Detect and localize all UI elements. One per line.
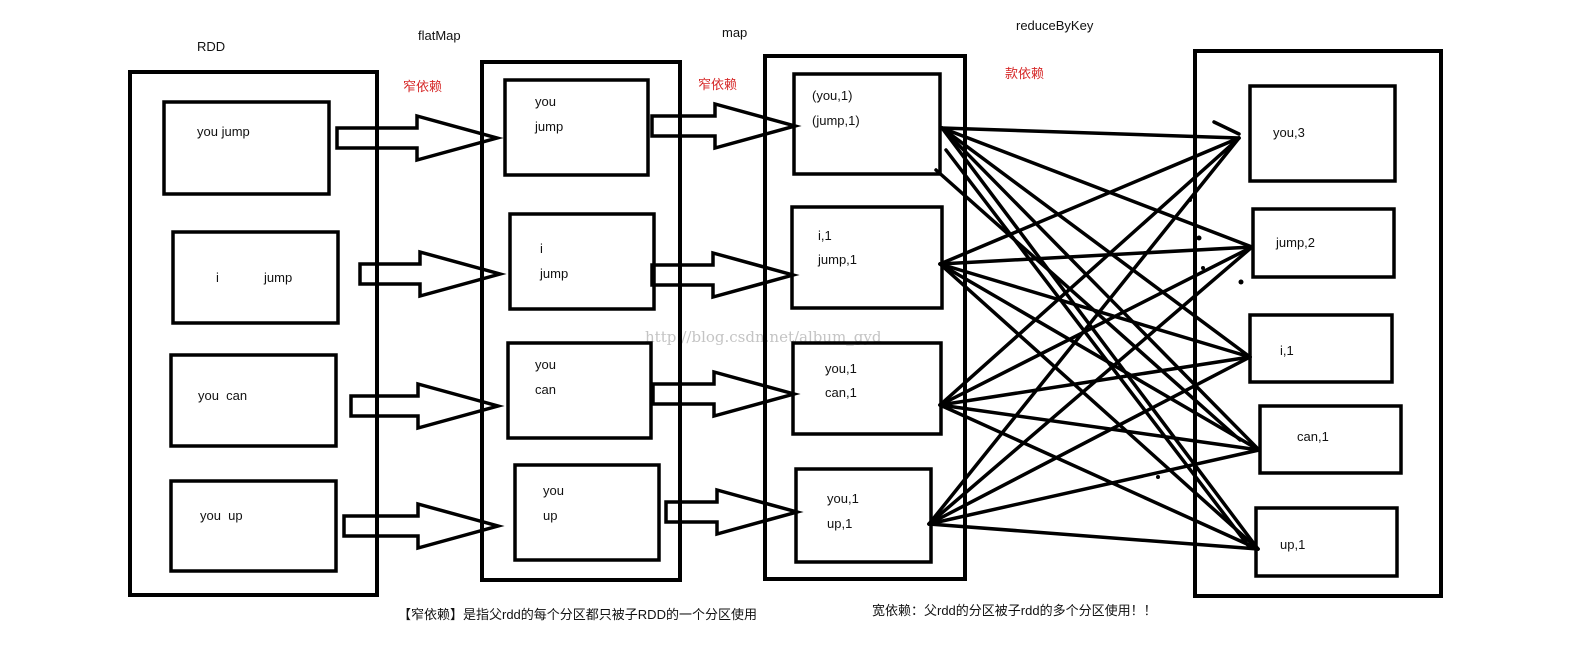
flatmap-partition-2-line-2: jump: [539, 266, 568, 281]
wide-dependency-note: 宽依赖：父rdd的分区被子rdd的多个分区使用！！: [872, 603, 1157, 618]
map-partition-2: [790, 205, 944, 310]
shuffle-line-m4-r3: [927, 355, 1252, 526]
map-partition-4-line-2: up,1: [827, 516, 852, 531]
ink-dot: [1188, 198, 1192, 202]
map-partition-2-line-1: i,1: [818, 228, 832, 243]
shuffle-line-m2-r1: [938, 136, 1241, 266]
shuffle-line-m3-r5: [938, 403, 1260, 551]
narrow-dependency-note: 【窄依赖】是指父rdd的每个分区都只被子RDD的一个分区使用: [398, 607, 757, 622]
map-partition-3: [791, 341, 943, 436]
rdd-partition-1: [162, 100, 331, 196]
map-partition-3-line-2: can,1: [825, 385, 857, 400]
shuffle-line-m2-r4: [938, 262, 1261, 452]
shuffle-line-m4-r2: [927, 245, 1254, 526]
flatmap-partition-3-line-1: you: [535, 357, 556, 372]
rdd-partition-2-line-2: jump: [263, 270, 292, 285]
header-map: map: [722, 25, 747, 40]
reduce-container: [1193, 49, 1443, 598]
ink-dot: [1156, 475, 1160, 479]
flatmap-partition-4: [513, 463, 661, 562]
shuffle-line-m1-r4: [940, 126, 1261, 452]
reduce-partition-4-text: can,1: [1297, 429, 1329, 444]
rdd-partition-2-line-1: i: [216, 270, 219, 285]
reduce-partition-2: [1251, 207, 1396, 279]
narrow-dependency-arrow-2: [358, 249, 507, 299]
ink-dot: [1196, 235, 1202, 241]
rdd-partition-3: [169, 353, 338, 448]
flatmap-partition-1-line-2: jump: [534, 119, 563, 134]
reduce-partition-1-text: you,3: [1273, 125, 1305, 140]
rdd-container: [128, 70, 379, 597]
narrow-dependency-label-2: 窄依赖: [698, 77, 737, 92]
map-container: [763, 54, 967, 581]
map-partition-4-line-1: you,1: [827, 491, 859, 506]
narrow-dependency-arrow-1: [335, 113, 504, 163]
narrow-dependency-arrow-5: [650, 101, 802, 151]
rdd-partition-4: [169, 479, 338, 573]
flatmap-partition-1-line-1: you: [535, 94, 556, 109]
rdd-partition-3-line-1: you can: [198, 388, 247, 403]
flatmap-partition-2: [508, 212, 656, 311]
flatmap-partition-4-line-1: you: [543, 483, 564, 498]
flatmap-partition-1: [503, 78, 650, 177]
shuffle-extra-stroke: [934, 168, 1242, 442]
shuffle-arrow-tick: [1212, 120, 1241, 136]
narrow-dependency-arrow-6: [650, 250, 800, 300]
reduce-partition-1: [1248, 84, 1397, 183]
flatmap-partition-3-line-2: can: [535, 382, 556, 397]
narrow-dependency-arrow-3: [349, 381, 505, 431]
narrow-dependency-arrows: [335, 101, 804, 551]
flatmap-container: [480, 60, 682, 582]
shuffle-line-m3-r1: [938, 136, 1241, 407]
header-flatmap: flatMap: [418, 28, 461, 43]
rdd-partition-1-line-1: you jump: [197, 124, 250, 139]
map-partition-4: [794, 467, 933, 564]
shuffle-line-m1-r5: [940, 126, 1260, 551]
shuffle-line-m1-r3: [940, 126, 1252, 359]
shuffle-line-m2-r2: [938, 245, 1254, 266]
reduce-partition-3-text: i,1: [1280, 343, 1294, 358]
shuffle-extra-stroke: [944, 148, 1252, 550]
wide-dependency-lines: [927, 120, 1261, 551]
header-rdd: RDD: [197, 39, 225, 54]
ink-dot: [1201, 266, 1205, 270]
map-partition-1-line-2: (jump,1): [812, 113, 860, 128]
flatmap-partition-4-line-2: up: [543, 508, 557, 523]
shuffle-line-m3-r4: [938, 403, 1261, 452]
map-partition-3-line-1: you,1: [825, 361, 857, 376]
reduce-partition-2-text: jump,2: [1275, 235, 1315, 250]
shuffle-line-m2-r5: [938, 262, 1260, 551]
reduce-partition-3: [1248, 313, 1394, 384]
shuffle-line-m1-r2: [940, 126, 1254, 249]
reduce-partition-5: [1254, 506, 1399, 578]
shuffle-line-m4-r5: [927, 522, 1260, 551]
wide-dependency-label: 款依赖: [1005, 66, 1044, 81]
narrow-dependency-arrow-4: [342, 501, 505, 551]
shuffle-line-m3-r2: [938, 245, 1254, 407]
narrow-dependency-arrow-8: [664, 487, 804, 537]
narrow-dependency-arrow-7: [651, 369, 801, 419]
reduce-partition-5-text: up,1: [1280, 537, 1305, 552]
rdd-partition-2: [171, 230, 340, 325]
narrow-dependency-label-1: 窄依赖: [403, 79, 442, 94]
shuffle-line-m4-r4: [927, 448, 1261, 526]
flatmap-partition-2-line-1: i: [540, 241, 543, 256]
map-partition-2-line-2: jump,1: [817, 252, 857, 267]
rdd-partition-4-line-1: you up: [200, 508, 243, 523]
flatmap-partition-3: [506, 341, 653, 440]
reduce-partition-4: [1258, 404, 1403, 475]
header-reducebykey: reduceByKey: [1016, 18, 1094, 33]
map-partition-1-line-1: (you,1): [812, 88, 852, 103]
shuffle-line-m1-r1: [940, 126, 1241, 140]
ink-dot: [1238, 279, 1244, 285]
